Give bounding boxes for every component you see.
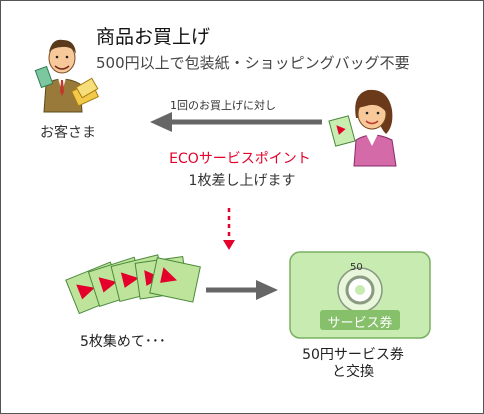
customer-illustration	[34, 39, 100, 113]
collect-down-arrow	[223, 208, 235, 250]
eco-point-amount: 1枚差し上げます	[188, 173, 296, 189]
staff-illustration	[328, 89, 397, 167]
coupon-card	[289, 251, 431, 339]
ticket-stack	[65, 254, 201, 315]
exchange-label: 50円サービス券 と交換	[283, 347, 423, 381]
eco-point-name: ECOサービスポイント	[0, 148, 484, 168]
page-title: 商品お買上げ	[96, 26, 211, 48]
page-subtitle: 500円以上で包装紙・ショッピングバッグ不要	[96, 54, 410, 72]
arrow-caption: 1回のお買上げに対し	[170, 99, 276, 112]
exchange-line-2: と交換	[332, 364, 374, 380]
collect-label: 5枚集めて･･･	[80, 334, 166, 350]
eco-point-name-text: ECOサービスポイント	[169, 151, 311, 167]
give-arrow	[150, 112, 322, 132]
customer-label: お客さま	[40, 125, 96, 141]
exchange-line-1: 50円サービス券	[302, 347, 404, 363]
coupon-value: 50	[350, 262, 363, 273]
exchange-arrow	[206, 280, 278, 300]
coupon-label: サービス券	[327, 316, 393, 331]
